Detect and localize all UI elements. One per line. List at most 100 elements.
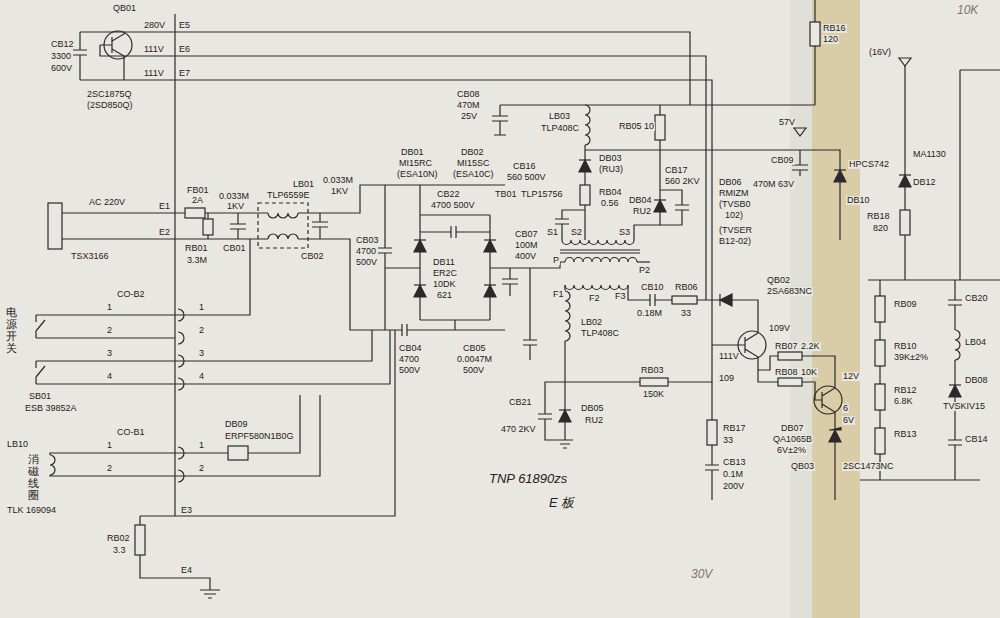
component-label: 2A	[191, 196, 204, 205]
diode-symbol	[829, 427, 841, 430]
coil	[50, 105, 960, 482]
component-label: 820	[872, 224, 889, 233]
wire	[36, 0, 1000, 598]
component-label: (TVSER	[718, 226, 753, 235]
component-label: CB21	[508, 398, 533, 407]
diode-symbol	[654, 199, 666, 200]
diode-symbol	[654, 200, 666, 212]
diode-symbol	[559, 410, 571, 422]
component-label: 470M	[456, 101, 481, 110]
component-label: RB01	[184, 244, 209, 253]
component-label: 2	[198, 464, 205, 473]
wire	[802, 382, 822, 400]
component-label: DB05	[580, 404, 605, 413]
component-label: F3	[614, 292, 627, 301]
diode-symbol	[484, 284, 496, 285]
component-label: 109	[718, 374, 735, 383]
component-label: 57V	[778, 118, 796, 127]
component-label: CB09	[770, 156, 795, 165]
component-label: QB03	[790, 462, 815, 471]
wire	[73, 32, 87, 80]
coil	[268, 234, 298, 239]
component-label: DB01	[400, 148, 425, 157]
wire	[560, 250, 640, 253]
resistor-symbol	[48, 22, 910, 555]
paper-tape	[790, 0, 860, 618]
diode-symbol	[829, 430, 841, 442]
component-label: LB03	[548, 112, 571, 121]
component-label: 3.3	[112, 546, 127, 555]
resistor-symbol	[135, 525, 145, 555]
component-label: 200V	[722, 482, 745, 491]
component-label: RMIZM	[718, 189, 750, 198]
component-label: CB10	[640, 283, 665, 292]
component-label: (TVSB0	[718, 200, 752, 209]
resistor-symbol	[203, 219, 213, 235]
diode-symbol	[899, 174, 911, 175]
diode-symbol	[834, 170, 846, 182]
component-label: CB12	[50, 40, 75, 49]
wire	[36, 315, 45, 384]
component-label: 600V	[50, 64, 73, 73]
diode-symbol	[834, 169, 846, 170]
component-label: ER2C	[432, 269, 458, 278]
diode-symbol	[949, 384, 961, 385]
voltage-marker	[794, 58, 911, 136]
wire	[298, 239, 505, 336]
component-label: TLP15756	[520, 190, 564, 199]
wire	[230, 213, 246, 239]
component-label: MA1130	[912, 150, 947, 159]
component-label: DB07	[780, 424, 805, 433]
component-label: CB05	[462, 344, 487, 353]
resistor-symbol	[48, 203, 62, 249]
component-label: 0.1M	[722, 470, 744, 479]
component-label: F2	[588, 294, 601, 303]
component-label: RB13	[893, 430, 918, 439]
coil	[562, 240, 634, 245]
component-label: CB14	[964, 435, 989, 444]
component-label: RB02	[106, 534, 131, 543]
component-label: 150K	[642, 390, 665, 399]
component-label: 6V±2%	[776, 446, 807, 455]
component-label: MI15RC	[398, 159, 433, 168]
component-label: 1	[106, 441, 113, 450]
component-label: CB02	[300, 252, 325, 261]
resistor-symbol	[707, 420, 717, 445]
wire	[50, 395, 320, 476]
component-label: RU2	[584, 416, 604, 425]
component-label: 1	[198, 441, 205, 450]
voltage-marker	[794, 128, 806, 136]
component-label: 4700 500V	[430, 201, 476, 210]
component-label: 1	[198, 303, 205, 312]
component-label: 2	[198, 326, 205, 335]
component-label: 0.18M	[636, 309, 663, 318]
component-label: CB22	[436, 190, 461, 199]
wire	[758, 356, 835, 500]
wire	[868, 70, 1000, 280]
coil	[565, 291, 570, 341]
coil	[50, 455, 55, 475]
component-label: CB20	[964, 294, 989, 303]
component-label: TLP408C	[540, 124, 580, 133]
component-label: E6	[178, 45, 191, 54]
wire	[140, 516, 210, 590]
component-label: RB06	[674, 283, 699, 292]
component-label: 10K	[800, 368, 818, 377]
component-label: 111V	[718, 352, 740, 361]
component-label: (ESA10C)	[452, 170, 495, 179]
wire	[860, 479, 980, 480]
component-label: DB09	[224, 420, 249, 429]
resistor-symbol	[778, 378, 802, 386]
component-label: 3	[198, 349, 205, 358]
component-label: E5	[178, 21, 191, 30]
wire	[100, 45, 706, 300]
transistor-symbol	[104, 31, 842, 414]
wire	[62, 213, 268, 239]
resistor-symbol	[875, 428, 885, 454]
component-label: 2	[106, 326, 113, 335]
component-label: 6.8K	[893, 397, 914, 406]
wire	[100, 32, 124, 80]
component-label: 109V	[768, 324, 791, 333]
transistor-symbol	[738, 331, 766, 359]
